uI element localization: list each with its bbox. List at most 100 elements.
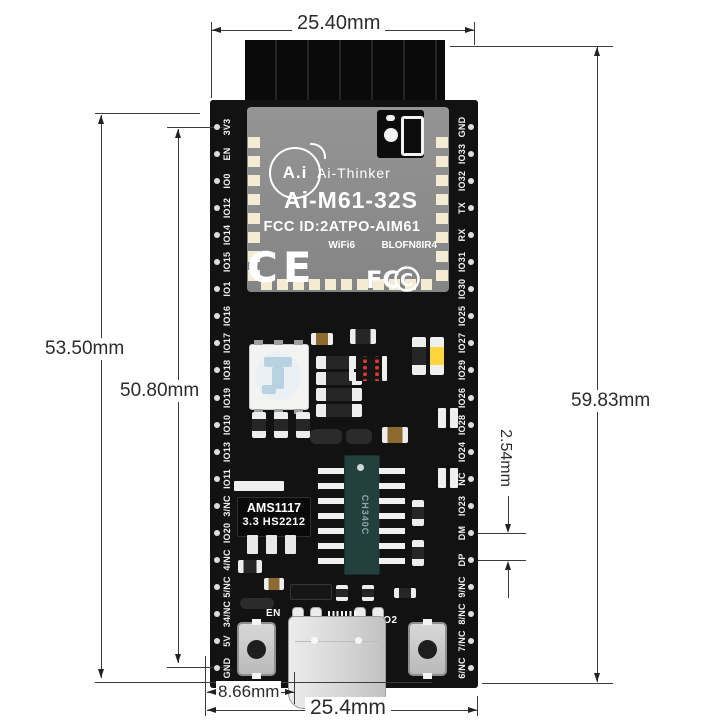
dim-bottom-width: 25.4mm: [305, 697, 391, 719]
pin-hole-6/NC: [468, 665, 474, 671]
resistor: [316, 388, 362, 401]
extension-line: [205, 656, 206, 716]
wifi-module: A.i Ai-Thinker Ai-M61-32S FCC ID:2ATPO-A…: [247, 107, 449, 294]
pin-hole-IO14: [214, 232, 220, 239]
rgb-led: [249, 340, 309, 414]
pin-hole-DP: [468, 556, 474, 563]
pin-hole-IO27: [468, 340, 474, 347]
red-led-array: [356, 356, 380, 381]
pin-hole-GND: [468, 124, 474, 130]
pin-hole-IO12: [214, 205, 220, 212]
pin-hole-EN: [214, 151, 220, 158]
usb-c-connector: [288, 616, 386, 709]
resistor: [350, 329, 376, 344]
pin-hole-IO17: [214, 340, 220, 347]
pin-label-6/NC: 6/NC: [457, 657, 467, 679]
solder-pad: [382, 356, 387, 381]
capacitor: [240, 598, 274, 609]
dim-top-width: 25.40mm: [292, 12, 386, 34]
pin-hole-GND: [214, 665, 220, 671]
ipex-antenna-connector-icon: [377, 110, 424, 158]
pin-hole-IO13: [214, 448, 220, 455]
pin-hole-IO20: [214, 529, 220, 536]
arrow-icon: [594, 673, 600, 682]
resistor: [252, 412, 266, 438]
pin-hole-TX: [468, 205, 474, 212]
resistor: [412, 500, 424, 526]
extension-line: [211, 22, 212, 98]
dim-board-length: 53.50mm: [40, 338, 130, 360]
dimension-line-board-length: [101, 115, 102, 678]
pin-hole-IO32: [468, 178, 474, 185]
extension-line: [167, 667, 226, 668]
arrow-icon: [212, 27, 221, 33]
resistor: [238, 560, 262, 573]
voltage-regulator: AMS1117 3.3 HS2212: [237, 497, 311, 537]
arrow-icon: [175, 654, 181, 663]
pin-hole-IO1: [214, 286, 220, 293]
pin-hole-IO24: [468, 448, 474, 455]
ai-thinker-logo: A.i: [269, 143, 326, 199]
resistor: [362, 585, 374, 601]
pin-hole-34/NC: [214, 610, 220, 617]
pin-hole-IO18: [214, 367, 220, 374]
capacitor: [264, 578, 284, 590]
dim-pin-row-length: 50.80mm: [115, 380, 205, 402]
silkscreen-bar: [234, 481, 284, 491]
solder-pad: [349, 356, 354, 381]
pin-hole-5V: [214, 637, 220, 644]
regulator-marking: 3.3 HS2212: [242, 516, 306, 528]
pin-hole-4/NC: [214, 556, 220, 563]
resistor: [336, 585, 348, 601]
en-button: [237, 619, 276, 679]
svg-text:C: C: [400, 270, 413, 291]
esd-component: [290, 584, 332, 600]
arrow-icon: [505, 524, 511, 533]
pin-hole-IO10: [214, 421, 220, 428]
module-brand: Ai-Thinker: [317, 165, 391, 181]
solder-pad: [450, 468, 458, 488]
resistor: [296, 412, 310, 438]
module-model: Ai-M61-32S: [284, 187, 418, 213]
pin-hole-9/NC: [468, 583, 474, 590]
module-chip-code: BLOFN8IR4: [381, 240, 437, 251]
arrow-icon: [207, 707, 216, 713]
regulator-leg: [285, 535, 296, 554]
capacitor: [346, 429, 372, 444]
ce-mark-icon: CE: [247, 243, 317, 292]
pin-hole-DM: [468, 529, 474, 536]
chip-pads: [318, 468, 344, 568]
pin-hole-IO15: [214, 259, 220, 266]
pin-hole-NC: [468, 475, 474, 482]
resistor: [394, 588, 416, 598]
arrow-icon: [175, 129, 181, 138]
extension-line: [477, 696, 478, 716]
pin-hole-RX: [468, 232, 474, 239]
capacitor: [310, 429, 342, 444]
extension-line: [450, 46, 613, 47]
extension-line: [95, 113, 200, 114]
pin-hole-IO16: [214, 313, 220, 320]
pcb-antenna: [245, 40, 445, 108]
pin-hole-IO30: [468, 286, 474, 293]
fcc-mark-icon: FC C: [366, 266, 420, 294]
arrow-icon: [207, 689, 216, 695]
pin-hole-IO28: [468, 421, 474, 428]
io2-button-label: IO2: [380, 615, 398, 626]
resistor: [316, 404, 362, 417]
arrow-icon: [468, 707, 477, 713]
io2-button: [408, 619, 447, 679]
pin-hole-IO33: [468, 151, 474, 158]
extension-line: [294, 672, 295, 704]
arrow-icon: [594, 47, 600, 56]
module-castellation-right: [436, 137, 448, 287]
arrow-icon: [98, 115, 104, 124]
extension-line: [167, 127, 226, 128]
pin-hole-7/NC: [468, 637, 474, 644]
chip-pads: [379, 468, 405, 568]
dimension-line-pitch: [508, 496, 509, 528]
regulator-leg: [247, 535, 258, 554]
resistor: [412, 337, 426, 375]
arrow-icon: [98, 669, 104, 678]
